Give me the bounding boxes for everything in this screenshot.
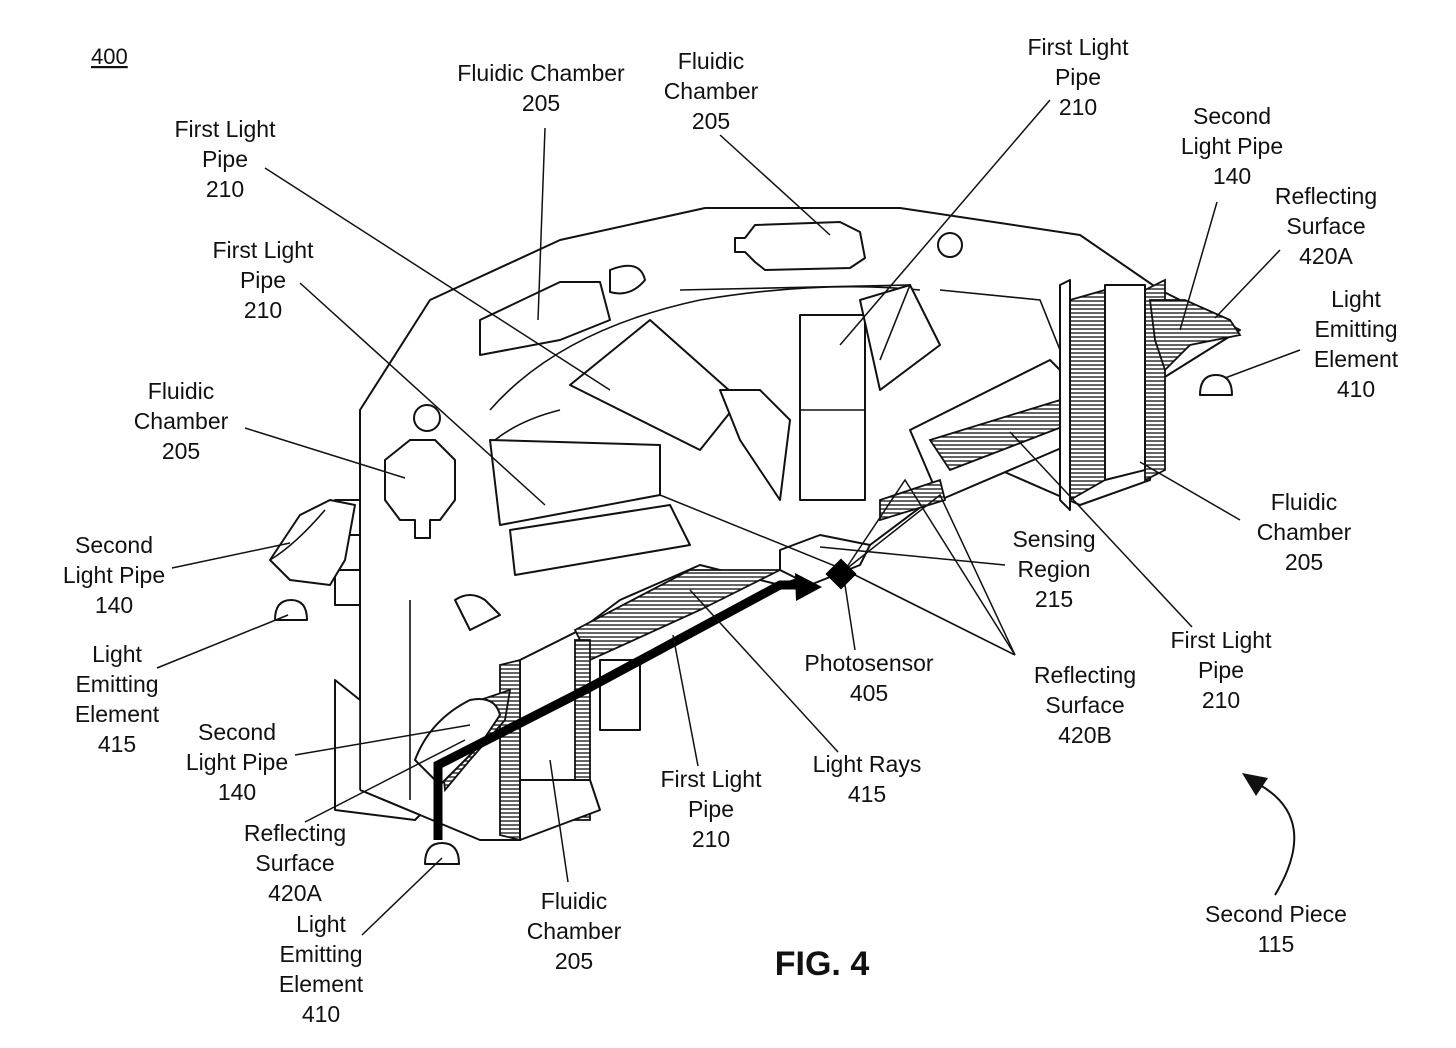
light-emitting-dome-right: [1199, 374, 1233, 396]
leader-lines: [156, 99, 1301, 936]
light-emitting-dome-left: [274, 599, 308, 621]
second-piece-body: [269, 207, 1242, 842]
figure-number: 400: [91, 44, 128, 69]
figure-caption: FIG. 4: [775, 945, 870, 983]
second-piece-arrowhead: [1242, 773, 1268, 796]
light-ray-path: [433, 580, 805, 840]
second-piece-arrow: [1259, 784, 1296, 896]
light-emitting-dome-bottom: [424, 842, 460, 865]
light-ray-arrowhead: [795, 573, 822, 601]
